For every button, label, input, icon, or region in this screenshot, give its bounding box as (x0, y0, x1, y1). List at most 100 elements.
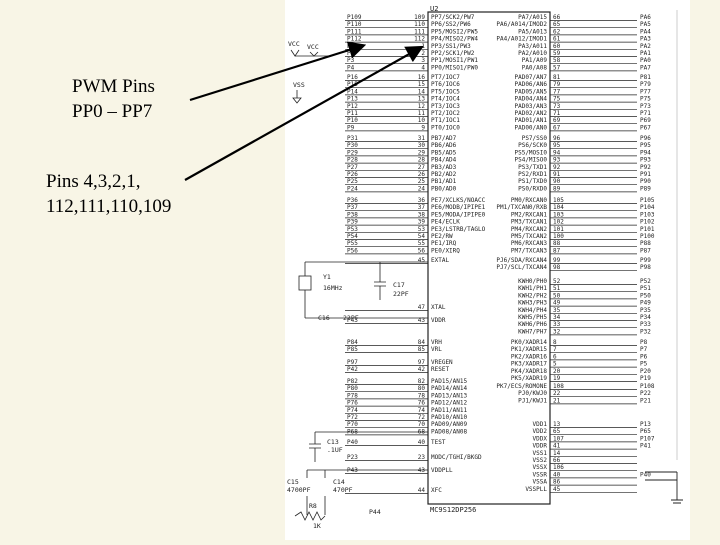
port-t-pin-number: 9 (421, 124, 425, 131)
port-ad1-pin-number: 76 (418, 400, 426, 407)
port-t-pin-number: 13 (418, 96, 426, 103)
port-ad1-net-label: P82 (347, 378, 358, 385)
port-ad0-net-label: P71 (640, 110, 651, 117)
schematic-static: U2 MC9S12DP256 VCC VCC VSS Y1 16MHz C17 … (287, 5, 683, 530)
bottom-net-label: P40 (347, 439, 358, 446)
port-k-net-label: P5 (640, 361, 648, 368)
port-m-net-label: P105 (640, 197, 655, 204)
port-b-net-label: P25 (347, 178, 358, 185)
port-h-pin-name: KWH5/PH5 (518, 314, 547, 321)
port-a-net-label: PA7 (640, 64, 651, 71)
port-a-pin-number: 65 (553, 21, 561, 28)
chip-body (427, 11, 551, 505)
port-p-net-label: P111 (347, 28, 362, 35)
port-s-pin-name: PS4/MISO0 (514, 157, 547, 164)
misc-net-label: P42 (347, 366, 358, 373)
port-b-pin-name: PB4/AD4 (431, 157, 457, 164)
port-b-net-label: P27 (347, 164, 358, 171)
port-t-pin-number: 11 (418, 110, 426, 117)
port-s-net-label: P93 (640, 157, 651, 164)
port-m-pin-name: PM1/TXCAN0/RXB (496, 204, 547, 211)
port-p-pin-name: PP2/SCK1/PW2 (431, 50, 475, 57)
port-m-pin-name: PM5/TXCAN2 (511, 233, 548, 240)
port-e-pin-number: 54 (418, 233, 426, 240)
port-s-pin-number: 91 (553, 171, 561, 178)
r8-label: R8 (309, 502, 317, 510)
port-ad1-pin-name: PAD08/AN08 (431, 428, 468, 435)
port-ad1-pin-name: PAD13/AN13 (431, 392, 468, 399)
port-m-pin-name: PM4/RXCAN2 (511, 226, 548, 233)
port-p-pin-name: PP4/MISO2/PW4 (431, 36, 478, 43)
misc-pin-name: VRL (431, 346, 442, 353)
port-b-pin-name: PB1/AD1 (431, 178, 457, 185)
port-b-pin-number: 31 (418, 135, 426, 142)
port-h-pin-number: 51 (553, 285, 561, 292)
port-t-net-label: P9 (347, 124, 355, 131)
port-e-net-label: P36 (347, 197, 358, 204)
crystal-symbol (298, 275, 312, 291)
port-p-net-label: P112 (347, 36, 362, 43)
port-m-pin-number: 88 (553, 240, 561, 247)
port-b-pin-number: 25 (418, 178, 426, 185)
bottom-pin-name: VDDPLL (431, 467, 453, 474)
bottom-pin-name: MODC/TGHI/BKGD (431, 454, 482, 461)
port-a-pin-name: PA7/A015 (518, 14, 547, 21)
c17-value: 22PF (393, 290, 409, 298)
port-b-net-label: P31 (347, 135, 358, 142)
port-s-pin-name: PS2/RXD1 (518, 171, 547, 178)
port-k-net-label: P6 (640, 353, 648, 360)
port-ad0-pin-number: 81 (553, 74, 561, 81)
power-pin-name: VDD2 (533, 428, 548, 435)
port-m-pin-number: 100 (553, 233, 564, 240)
port-h-pin-number: 32 (553, 328, 561, 335)
port-t-net-label: P13 (347, 96, 358, 103)
port-p-pin-name: PP1/MOSI1/PW1 (431, 57, 478, 64)
port-h-net-label: P49 (640, 300, 651, 307)
port-ad1-net-label: P74 (347, 407, 358, 414)
port-b-pin-number: 29 (418, 149, 426, 156)
port-h-pin-name: KWH0/PH0 (518, 278, 547, 285)
port-e-pin-name: PE6/MODB/IPIPE1 (431, 204, 486, 211)
port-m-net-label: P88 (640, 240, 651, 247)
port-k-net-label: P20 (640, 368, 651, 375)
c13-symbol (309, 431, 428, 462)
port-ad0-pin-number: 73 (553, 103, 561, 110)
port-e-net-label: P38 (347, 211, 358, 218)
port-b-net-label: P24 (347, 185, 358, 192)
port-a-pin-name: PA0/A08 (522, 64, 548, 71)
port-j2-net-label: P22 (640, 390, 651, 397)
port-p-pin-number: 110 (414, 21, 425, 28)
port-b-pin-name: PB3/AD3 (431, 164, 457, 171)
port-ad1-pin-number: 74 (418, 407, 426, 414)
port-a-pin-name: PA6/A014/IMOD2 (496, 21, 547, 28)
port-ad1-pin-number: 72 (418, 414, 426, 421)
power-pin-name: VDDR (533, 443, 548, 450)
port-ad1-net-label: P76 (347, 400, 358, 407)
misc-pin-number: 42 (418, 366, 426, 373)
vcc-right-label: VCC (307, 43, 319, 51)
port-e-pin-number: 56 (418, 247, 426, 254)
misc-net-label: P84 (347, 339, 358, 346)
bottom-pin-number: 44 (418, 487, 426, 494)
port-h-pin-number: 35 (553, 307, 561, 314)
port-e-pin-number: 53 (418, 226, 426, 233)
power-pin-name: VDDX (533, 435, 548, 442)
port-ad1-pin-number: 78 (418, 392, 426, 399)
port-h-net-label: P50 (640, 292, 651, 299)
port-p-net-label: P3 (347, 57, 355, 64)
port-ad1-pin-number: 68 (418, 428, 426, 435)
power-pin-number: 106 (553, 464, 564, 471)
port-a-net-label: PA4 (640, 28, 651, 35)
c13-value: .1UF (327, 446, 343, 454)
port-s-net-label: P89 (640, 185, 651, 192)
port-a-pin-number: 60 (553, 43, 561, 50)
pins-label-line-2: 112,111,110,109 (46, 196, 172, 217)
port-t-net-label: P16 (347, 74, 358, 81)
port-t-pin-number: 15 (418, 81, 426, 88)
port-ad1-net-label: P68 (347, 428, 358, 435)
port-b-pin-name: PB6/AD6 (431, 142, 457, 149)
port-j-net-label: P98 (640, 264, 651, 271)
misc-pin-name: VDDR (431, 317, 446, 324)
port-e-pin-number: 38 (418, 211, 426, 218)
port-m-pin-name: PM7/TXCAN3 (511, 247, 548, 254)
